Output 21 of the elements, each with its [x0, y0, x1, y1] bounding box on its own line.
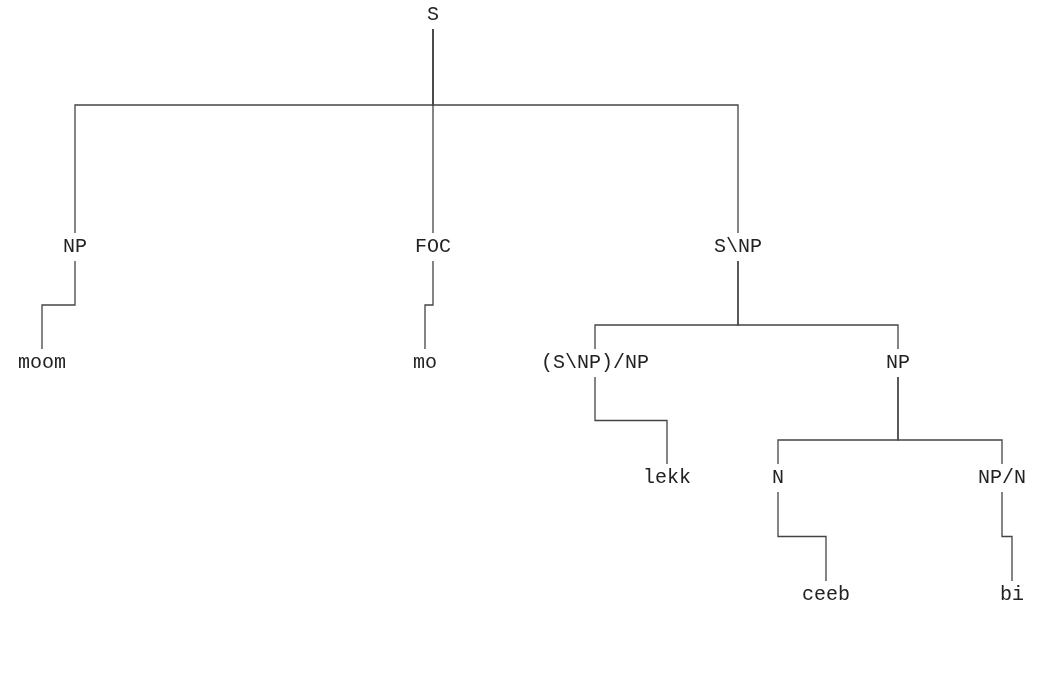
tree-node-label: (S\NP)/NP [539, 351, 651, 375]
tree-branch-line [777, 491, 827, 582]
tree-node-label: bi [998, 583, 1026, 607]
tree-branch-line [41, 260, 76, 350]
tree-node-label: NP/N [976, 466, 1028, 490]
tree-branch-line [424, 260, 434, 350]
tree-branch-line [737, 260, 899, 350]
tree-branch-line [432, 28, 739, 234]
tree-node-label: S\NP [712, 235, 764, 259]
tree-node-label: lekk [641, 466, 693, 490]
tree-node-label: N [770, 466, 786, 490]
tree-branch-line [1001, 491, 1013, 582]
tree-node-label: NP [61, 235, 89, 259]
tree-branch-line [594, 376, 668, 465]
tree-node-label: NP [884, 351, 912, 375]
tree-node-label: moom [16, 351, 68, 375]
tree-branch-line [897, 376, 1003, 465]
tree-node-label: mo [411, 351, 439, 375]
tree-node-label: S [425, 3, 441, 27]
tree-node-label: ceeb [800, 583, 852, 607]
tree-node-label: FOC [413, 235, 453, 259]
